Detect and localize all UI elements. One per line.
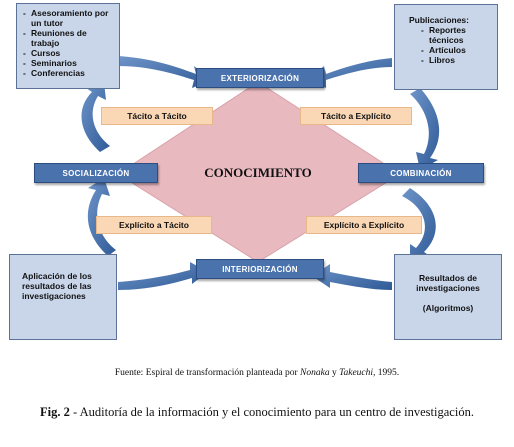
bottom-left-box: Aplicación de los resultados de las inve… xyxy=(9,254,117,340)
source-author-2: Takeuchi xyxy=(339,368,374,378)
combination-bar: COMBINACIÓN xyxy=(358,163,484,183)
bottom-right-box: Resultados de investigaciones (Algoritmo… xyxy=(394,254,502,340)
top-right-list: Reportes técnicos Artículos Libros xyxy=(409,25,493,65)
bottom-left-text: Aplicación de los resultados de las inve… xyxy=(22,271,92,302)
source-note: Fuente: Espiral de transformación plante… xyxy=(0,368,514,378)
figure-caption: Fig. 2 - Auditoría de la información y e… xyxy=(40,405,474,420)
top-left-list: Asesoramiento por un tutor Reuniones de … xyxy=(23,8,115,78)
top-right-box: Publicaciones: Reportes técnicos Artícul… xyxy=(394,4,498,90)
list-item: Libros xyxy=(421,55,493,65)
list-item: Cursos xyxy=(23,48,115,58)
externalization-bar: EXTERIORIZACIÓN xyxy=(196,68,324,88)
arrow-right-bottom-curve xyxy=(402,188,436,262)
list-item: Reportes técnicos xyxy=(421,25,493,45)
internalization-bar: INTERIORIZACIÓN xyxy=(196,259,324,279)
list-item: Conferencias xyxy=(23,68,115,78)
arrow-top-right-curve xyxy=(306,58,392,88)
list-item: Asesoramiento por un tutor xyxy=(23,8,115,28)
arrow-right-top-curve xyxy=(410,88,440,170)
tag-tacit-to-explicit: Tácito a Explícito xyxy=(300,107,412,125)
top-right-title: Publicaciones: xyxy=(409,15,469,25)
caption-label: Fig. 2 xyxy=(40,405,70,419)
source-prefix: Fuente: Espiral de transformación plante… xyxy=(114,368,298,378)
bottom-right-text: Resultados de investigaciones xyxy=(416,273,480,294)
tag-explicit-to-tacit: Explícito a Tácito xyxy=(96,216,212,234)
list-item: Artículos xyxy=(421,45,493,55)
top-left-box: Asesoramiento por un tutor Reuniones de … xyxy=(16,3,120,89)
center-label: CONOCIMIENTO xyxy=(204,165,312,180)
arrow-bottom-right-curve xyxy=(312,264,392,290)
caption-text: - Auditoría de la información y el conoc… xyxy=(69,405,474,419)
source-conj: y xyxy=(331,368,337,378)
arrow-left-top-curve xyxy=(81,82,110,152)
tag-tacit-to-tacit: Tácito a Tácito xyxy=(101,107,213,125)
list-item: Seminarios xyxy=(23,58,115,68)
arrow-left-bottom-curve xyxy=(87,178,116,256)
source-author-1: Nonaka xyxy=(300,368,330,378)
list-item: Reuniones de trabajo xyxy=(23,28,115,48)
tag-explicit-to-explicit: Explícito a Explícito xyxy=(306,216,422,234)
source-year: , 1995. xyxy=(373,368,400,378)
bottom-right-subtext: (Algoritmos) xyxy=(422,303,474,314)
arrow-bottom-left-curve xyxy=(118,262,208,290)
arrow-top-left-curve xyxy=(118,56,212,88)
socialization-bar: SOCIALIZACIÓN xyxy=(34,163,158,183)
